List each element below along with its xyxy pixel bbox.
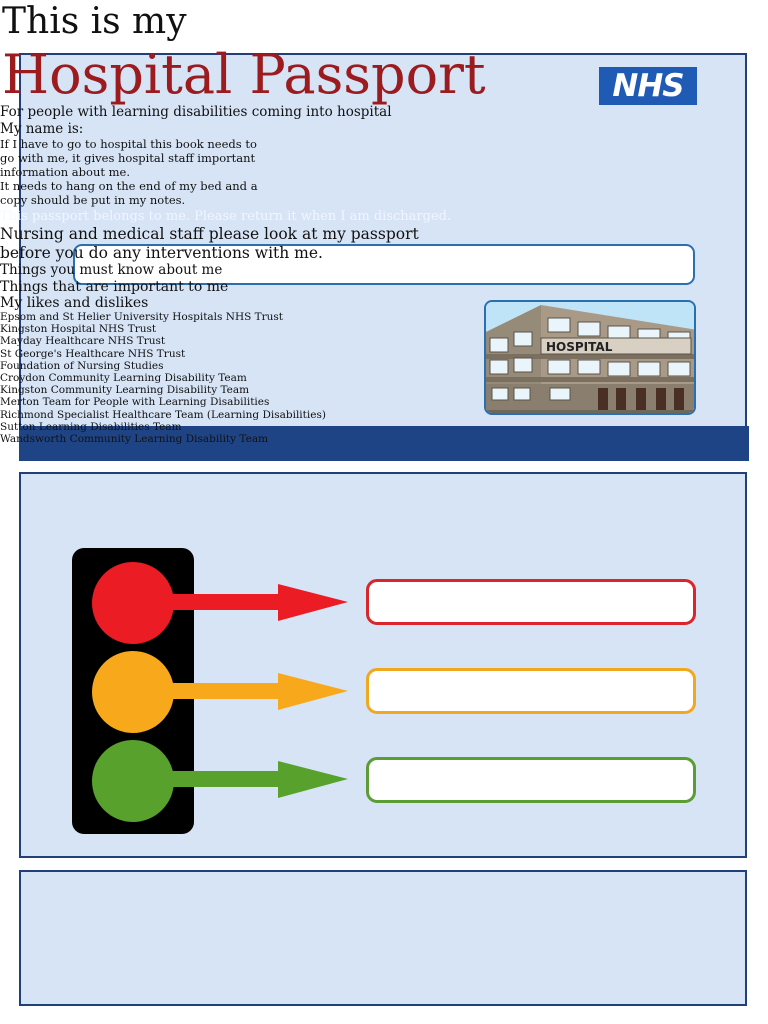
organisation-item: Merton Team for People with Learning Dis… [0, 396, 270, 409]
organisation-list: Epsom and St Helier University Hospitals… [0, 311, 326, 445]
organisation-item: Kingston Hospital NHS Trust [0, 323, 157, 336]
staff-notice-line: Nursing and medical staff please look at… [0, 225, 419, 243]
hospital-building-image: HOSPITAL [484, 300, 696, 415]
section-important: Things that are important to me [0, 279, 229, 295]
intro-line: information about me. [0, 165, 130, 179]
organisation-item: St George's Healthcare NHS Trust [0, 347, 186, 360]
staff-notice-line: before you do any interventions with me. [0, 244, 323, 262]
bottom-panel [19, 870, 747, 1006]
section-likes: My likes and dislikes [0, 295, 149, 311]
red-text-box[interactable] [366, 579, 696, 625]
intro-line: go with me, it gives hospital staff impo… [0, 151, 256, 165]
nhs-logo: NHS [599, 67, 697, 105]
amber-text-box[interactable] [366, 668, 696, 714]
green-text-box[interactable] [366, 757, 696, 803]
cover-footer-band [19, 426, 749, 461]
organisation-item: Foundation of Nursing Studies [0, 359, 164, 372]
intro-line: If I have to go to hospital this book ne… [0, 137, 257, 151]
intro-line: copy should be put in my notes. [0, 193, 186, 207]
intro-text: If I have to go to hospital this book ne… [0, 137, 258, 207]
organisation-item: Richmond Specialist Healthcare Team (Lea… [0, 408, 326, 421]
intro-line: It needs to hang on the end of my bed an… [0, 179, 258, 193]
organisation-item: Mayday Healthcare NHS Trust [0, 335, 166, 348]
organisation-item: Croydon Community Learning Disability Te… [0, 372, 247, 385]
cover-title-line1: This is my [2, 1, 187, 42]
cover-title: Hospital Passport [2, 43, 486, 106]
organisation-item: Epsom and St Helier University Hospitals… [0, 311, 284, 323]
hospital-sign-text: HOSPITAL [546, 340, 613, 354]
green-lamp [92, 740, 174, 822]
organisation-item: Wandsworth Community Learning Disability… [0, 433, 269, 446]
organisation-item: Sutton Learning Disabilities Team [0, 420, 182, 433]
name-label: My name is: [0, 121, 84, 137]
cover-subtitle: For people with learning disabilities co… [0, 104, 392, 120]
red-lamp [92, 562, 174, 644]
staff-notice: Nursing and medical staff please look at… [0, 225, 419, 263]
return-notice: This passport belongs to me. Please retu… [0, 209, 452, 224]
section-must-know: Things you must know about me [0, 262, 223, 278]
organisation-item: Kingston Community Learning Disability T… [0, 384, 250, 397]
amber-lamp [92, 651, 174, 733]
traffic-light-icon [72, 548, 194, 834]
name-input-box[interactable] [73, 244, 695, 285]
